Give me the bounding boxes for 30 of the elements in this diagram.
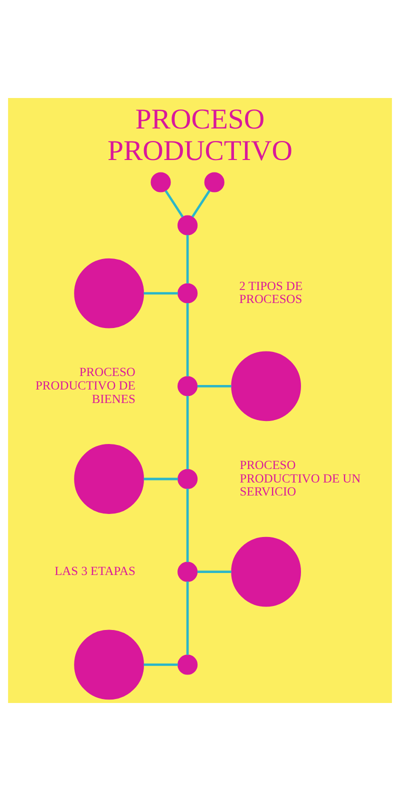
node-circle — [178, 214, 198, 235]
connector — [186, 302, 189, 376]
connector — [144, 292, 178, 294]
node-circle — [204, 172, 224, 192]
connector — [164, 190, 184, 217]
connector — [144, 477, 178, 480]
node-circle — [231, 350, 301, 421]
node-circle — [178, 468, 198, 489]
connector — [191, 190, 210, 217]
node-circle — [74, 629, 144, 700]
node-circle — [74, 444, 144, 514]
node-label: PROCESO PRODUCTIVO DE BIENES — [36, 364, 136, 406]
node-circle — [231, 536, 301, 606]
node-circle — [178, 561, 198, 582]
connector — [186, 488, 189, 562]
diagram-title: PROCESO PRODUCTIVO — [108, 103, 292, 167]
node-circle — [178, 654, 198, 674]
node-circle — [178, 376, 198, 396]
connector — [197, 384, 232, 387]
connector — [186, 395, 189, 469]
node-label: PROCESO PRODUCTIVO DE UN SERVICIO — [240, 457, 361, 498]
node-label: 2 TIPOS DE PROCESOS — [239, 278, 303, 306]
node-label: LAS 3 ETAPAS — [54, 564, 136, 578]
connector — [186, 234, 189, 283]
connector — [197, 570, 232, 573]
node-circle — [178, 282, 198, 303]
connector — [144, 663, 178, 666]
connector — [186, 581, 189, 654]
node-circle — [74, 258, 144, 328]
node-circle — [150, 172, 171, 192]
